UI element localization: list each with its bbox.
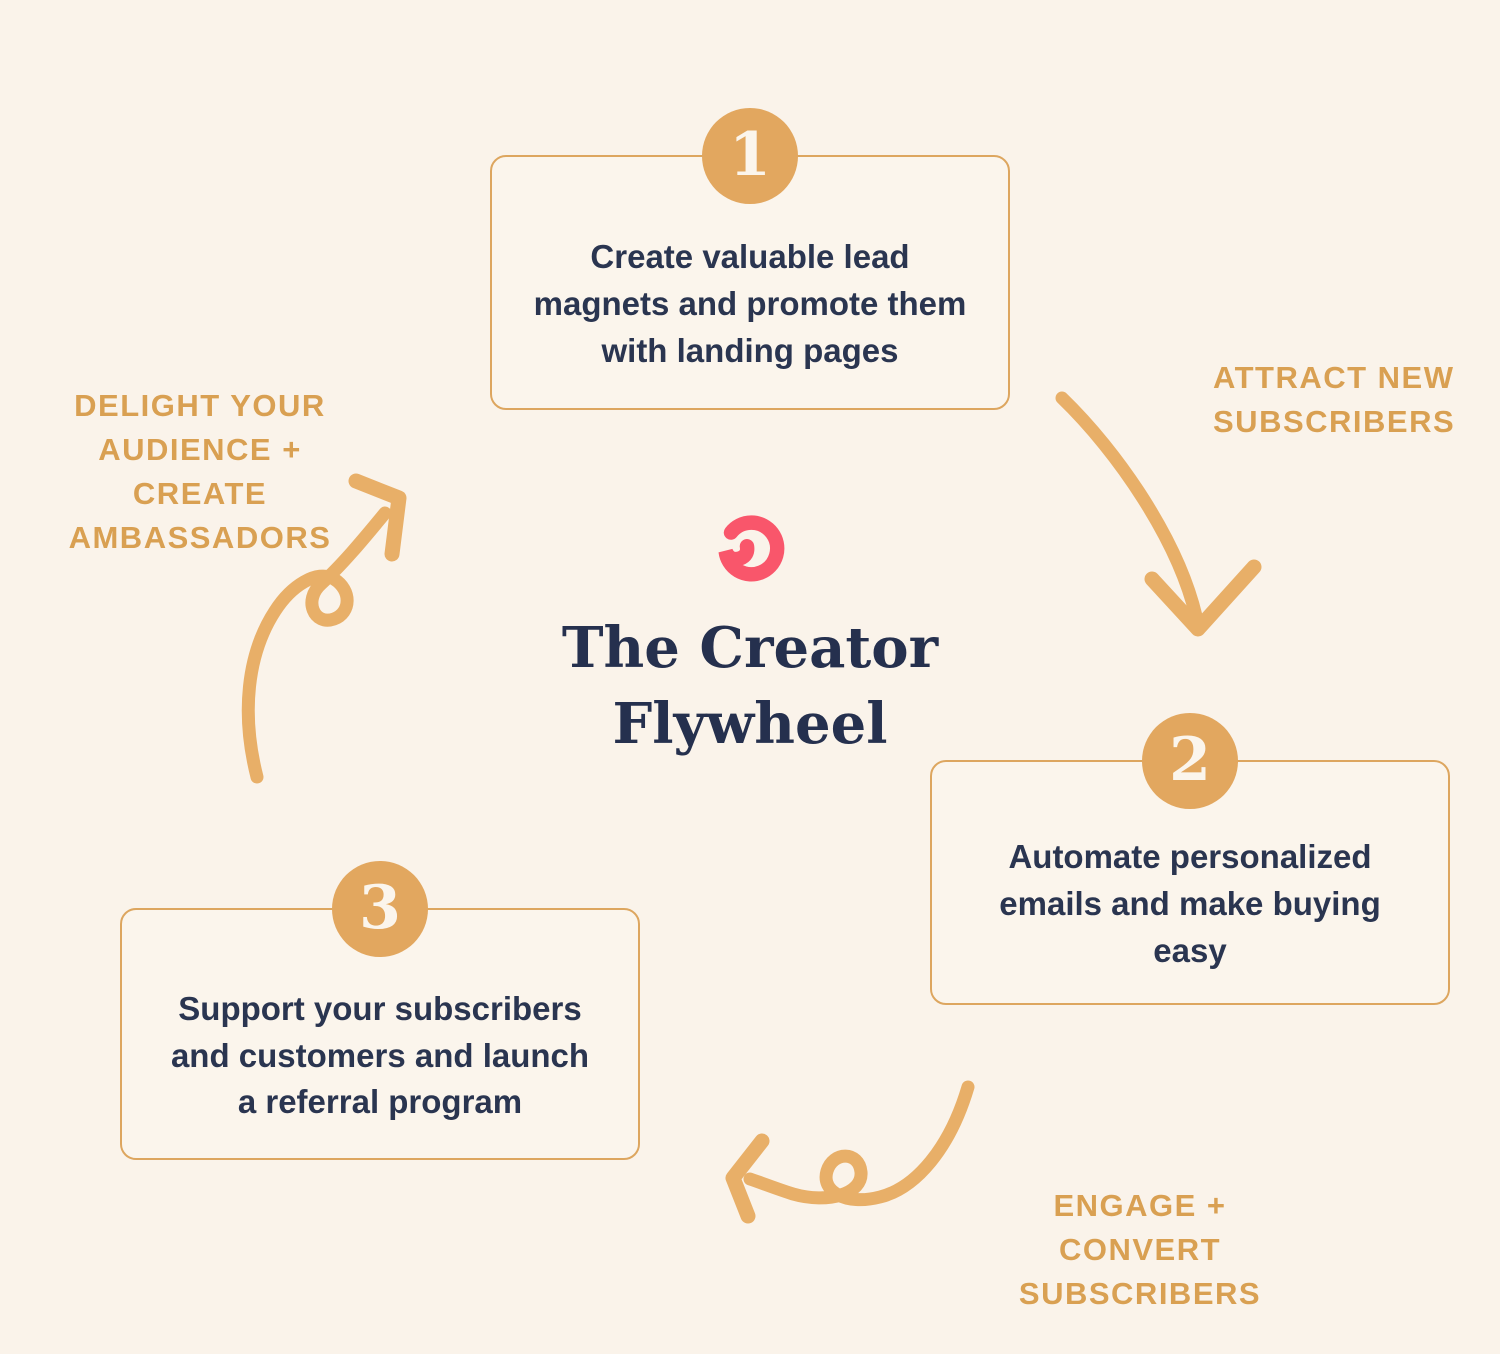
step-number-badge-1: 1 <box>702 108 798 204</box>
step-number-badge-3: 3 <box>332 861 428 957</box>
step-1-text-line: magnets and promote them <box>533 285 967 323</box>
step-box-2: 2 Automate personalized emails and make … <box>930 713 1450 1005</box>
step-number-badge-2: 2 <box>1142 713 1238 809</box>
label-attract-new-subscribers: ATTRACT NEW SUBSCRIBERS <box>1213 356 1455 444</box>
label-attract-line-2: SUBSCRIBERS <box>1213 404 1456 440</box>
label-delight-line-2: AUDIENCE + CREATE <box>98 432 302 512</box>
label-attract-line-1: ATTRACT NEW <box>1213 360 1455 395</box>
step-3-text-line: a referral program <box>237 1083 523 1121</box>
step-2-text-line: Automate personalized <box>1008 838 1372 876</box>
page-title-line-1: The Creator <box>561 615 939 681</box>
step-3-text-line: Support your subscribers <box>178 989 582 1027</box>
step-1-text-line: Create valuable lead <box>590 238 910 276</box>
label-engage-convert-subscribers: ENGAGE + CONVERT SUBSCRIBERS <box>980 1184 1300 1316</box>
step-box-3: 3 Support your subscribers and customers… <box>120 861 640 1160</box>
label-delight-line-1: DELIGHT YOUR <box>74 388 326 423</box>
page-title-line-2: Flywheel <box>612 691 888 758</box>
step-2-text-line: emails and make buying <box>999 885 1381 923</box>
step-1-text-line: with landing pages <box>601 331 899 369</box>
coral-swirl-icon <box>718 515 785 582</box>
step-box-1: 1 Create valuable lead magnets and promo… <box>490 108 1010 410</box>
label-engage-line-1: ENGAGE + CONVERT <box>1053 1188 1227 1268</box>
label-delight-your-audience: DELIGHT YOUR AUDIENCE + CREATE AMBASSADO… <box>55 384 345 560</box>
label-delight-line-3: AMBASSADORS <box>68 520 332 556</box>
center-title-block: The Creator Flywheel <box>0 512 1500 762</box>
step-3-text-line: and customers and launch <box>170 1036 590 1074</box>
arrow-engage-icon <box>725 1080 975 1224</box>
label-engage-line-2: SUBSCRIBERS <box>1018 1276 1262 1312</box>
step-2-text-line: easy <box>1153 931 1227 969</box>
